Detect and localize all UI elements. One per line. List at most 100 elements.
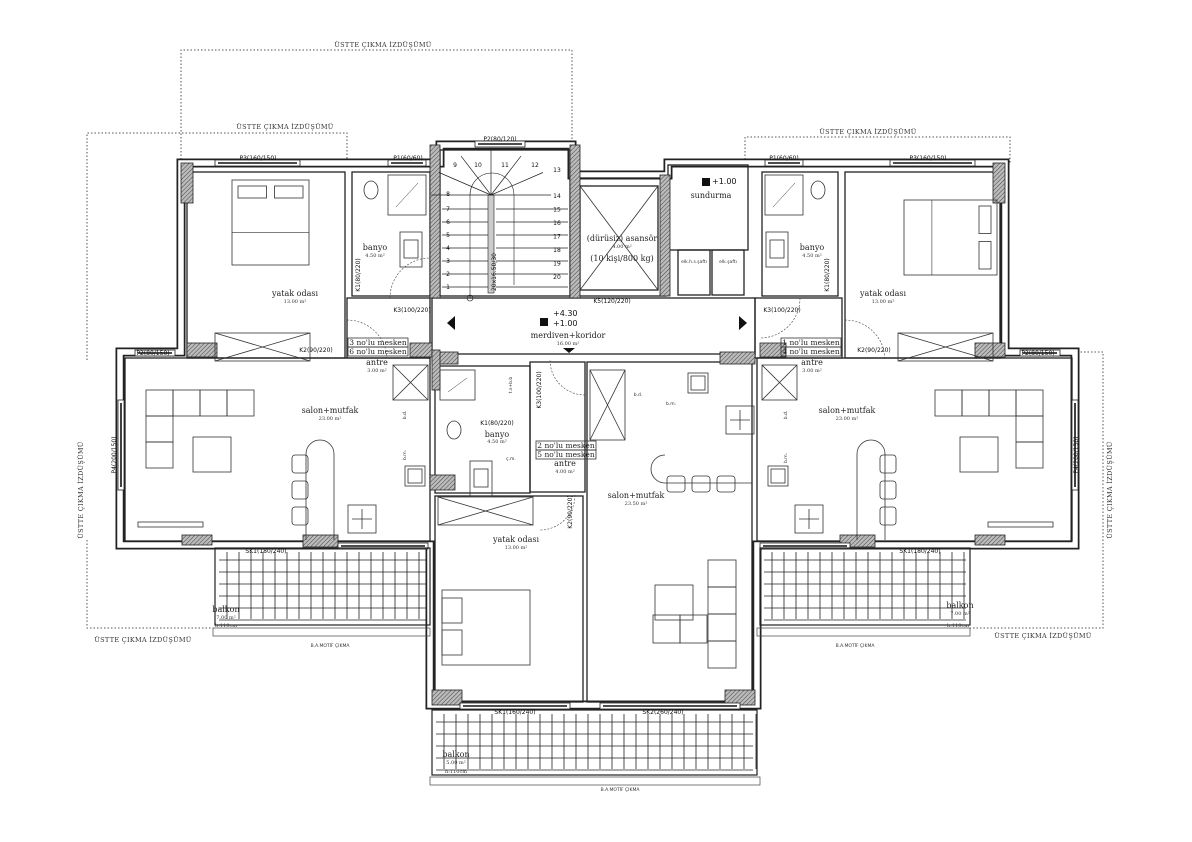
- room-name-elevator: (dürüsiz) asansör: [587, 234, 658, 243]
- unit-tag-left-2: 6 no'lu mesken: [349, 347, 407, 356]
- balcony-name-left: balkon: [212, 605, 239, 614]
- arrow-left-icon: [447, 316, 455, 330]
- window-label-p2-left: P2(80/150): [136, 350, 169, 357]
- elevation-upper: +4.30: [553, 309, 578, 318]
- stair-step-number: 15: [553, 207, 561, 214]
- arrow-down-icon: [563, 348, 575, 353]
- balcony-right: [759, 547, 971, 626]
- cooktop: [725, 405, 755, 435]
- room-area-stair-corridor: 16.00 m²: [557, 341, 580, 347]
- room-living-right: [756, 357, 1073, 542]
- washbasin: [769, 239, 785, 259]
- pillow: [441, 597, 463, 624]
- pillow: [237, 185, 267, 199]
- stair-dimension-label: 20x16.50/30: [491, 253, 498, 291]
- door-label-k2-left: K2(90/220): [299, 347, 333, 354]
- bed-center: [441, 589, 531, 666]
- sofa-seat: [707, 559, 737, 588]
- shower-drain-line: [395, 182, 419, 208]
- wardrobe-cross: [761, 364, 798, 401]
- window-label-p1-right: P1(60/60): [769, 155, 798, 162]
- bar-stool: [291, 506, 309, 526]
- projection-label-left-bottom: ÜSTTE ÇIKMA İZDÜŞÜMÜ: [94, 635, 191, 644]
- stair-step-number: 1: [446, 284, 450, 291]
- room-name-entry-left: antre: [366, 358, 388, 367]
- door-label-sk1-left: SK1(180/240): [245, 548, 286, 555]
- shaft-electric: [711, 249, 745, 296]
- shower-drain-line: [447, 377, 468, 393]
- cooktop-burners: [799, 509, 819, 529]
- stair-winder: [438, 172, 492, 196]
- door-label-k5: K5(120/220): [593, 298, 630, 305]
- door-bedroom-right: [844, 319, 886, 361]
- structural-column: [180, 162, 194, 204]
- room-area-entry-center: 4.00 m²: [555, 469, 574, 475]
- bar-stool: [666, 475, 686, 493]
- balcony-left: [214, 547, 431, 626]
- stair-step-number: 2: [446, 271, 450, 278]
- shaft-label-electric: elk.şaftı: [719, 259, 737, 265]
- wardrobe-cross: [589, 369, 626, 441]
- coffee-table-right: [959, 436, 999, 473]
- stair-step-number: 14: [553, 193, 561, 200]
- door-label-k3-center: K3(100/220): [536, 371, 543, 408]
- sofa-seat: [1015, 415, 1044, 443]
- structural-column: [992, 162, 1006, 204]
- projection-label-right-side: ÜSTTE ÇIKMA İZDÜŞÜMÜ: [1105, 441, 1114, 538]
- projection-label-left-side: ÜSTTE ÇIKMA İZDÜŞÜMÜ: [76, 441, 85, 538]
- walls-and-rooms: [115, 140, 1080, 710]
- bar-stool: [291, 454, 309, 474]
- wardrobe-cross: [214, 332, 311, 362]
- room-area-bedroom-right: 13.00 m²: [872, 299, 895, 305]
- sofa-seat: [707, 586, 737, 615]
- room-name-bedroom-left: yatak odası: [271, 289, 318, 298]
- bar-stool: [879, 480, 897, 500]
- balcony-tiles: [212, 547, 971, 786]
- room-name-bath-right: banyo: [800, 243, 825, 252]
- window-label-p2-stair: P2(80/120): [483, 136, 516, 143]
- room-entry-left: [346, 297, 431, 359]
- unit-tag-left-1: 3 no'lu mesken: [349, 338, 407, 347]
- room-area-living-right: 23.00 m²: [836, 416, 859, 422]
- door-bath-right: [759, 297, 801, 339]
- room-corridor: [431, 297, 756, 355]
- shower: [439, 369, 476, 401]
- sofa-seat: [226, 389, 255, 417]
- structural-column: [569, 144, 581, 299]
- bar-stool: [716, 475, 736, 493]
- door-label-k1-center: K1(80/220): [480, 420, 514, 427]
- kitchen-sink: [687, 372, 709, 394]
- kitchen-sink-bowl: [690, 375, 706, 391]
- structural-column: [429, 144, 441, 299]
- unit-tag-right-2: 4 no'lu mesken: [782, 347, 840, 356]
- window-label-p3-left: P3(160/150): [239, 155, 276, 162]
- balcony-area-left: 7.00 m²: [216, 615, 235, 621]
- furniture: [137, 174, 1054, 669]
- structural-column: [974, 342, 1006, 358]
- sofa-seat: [145, 441, 174, 469]
- door-label-k1-right: K1(80/220): [824, 258, 831, 292]
- projection-outlines: [86, 49, 1104, 629]
- door-entry-center: [549, 359, 586, 396]
- cooktop: [794, 504, 824, 534]
- projection-label-top: ÜSTTE ÇIKMA İZDÜŞÜMÜ: [334, 40, 431, 49]
- window-label-p2-right: P2(80/150): [1021, 350, 1054, 357]
- kitchen-sink-bowl: [407, 468, 423, 484]
- room-name-bath-center: banyo: [485, 430, 510, 439]
- wardrobe: [897, 332, 994, 362]
- arrow-right-icon: [739, 316, 747, 330]
- elevation-marker-icon: [540, 318, 548, 326]
- room-area-living-left: 23.00 m²: [319, 416, 342, 422]
- door-label-sk2-center: SK2(260/240): [642, 709, 683, 716]
- stair-step-number: 9: [453, 162, 457, 169]
- room-bath-right: [761, 171, 839, 297]
- room-bath-center: [434, 365, 531, 494]
- stair-step-number: 5: [446, 232, 450, 239]
- shaft-label-electric-hs: elk.h.s.şaftı: [681, 259, 707, 265]
- shower: [387, 174, 427, 216]
- washbasin-counter: [399, 231, 423, 268]
- door-label-sk1-center: SK1(160/240): [494, 709, 535, 716]
- fixture-dishwasher-left: b.d.: [402, 411, 408, 420]
- structural-column: [302, 534, 339, 548]
